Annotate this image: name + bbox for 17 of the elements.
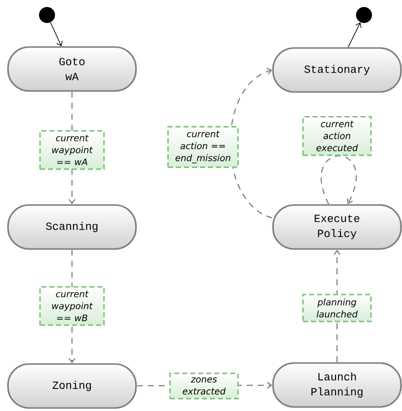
state-box: Zoning [7,363,137,409]
state-box: Stationary [272,47,402,93]
final-state-dot [356,7,372,23]
state-box: Scanning [7,204,137,250]
guard-label: current action == end_mission [167,126,239,168]
arrow [348,22,362,48]
arrow [50,22,63,46]
initial-state-dot [39,7,55,23]
state-box: Goto wA [7,46,137,92]
state-box: Launch Planning [272,362,402,408]
guard-label: current waypoint == wA [39,130,105,170]
state-box: Execute Policy [272,204,402,250]
guard-label: current waypoint == wB [39,286,105,326]
arrow [320,155,357,204]
guard-label: zones extracted [169,372,239,400]
guard-label: planning launched [302,294,372,322]
guard-label: current action executed [302,116,372,156]
